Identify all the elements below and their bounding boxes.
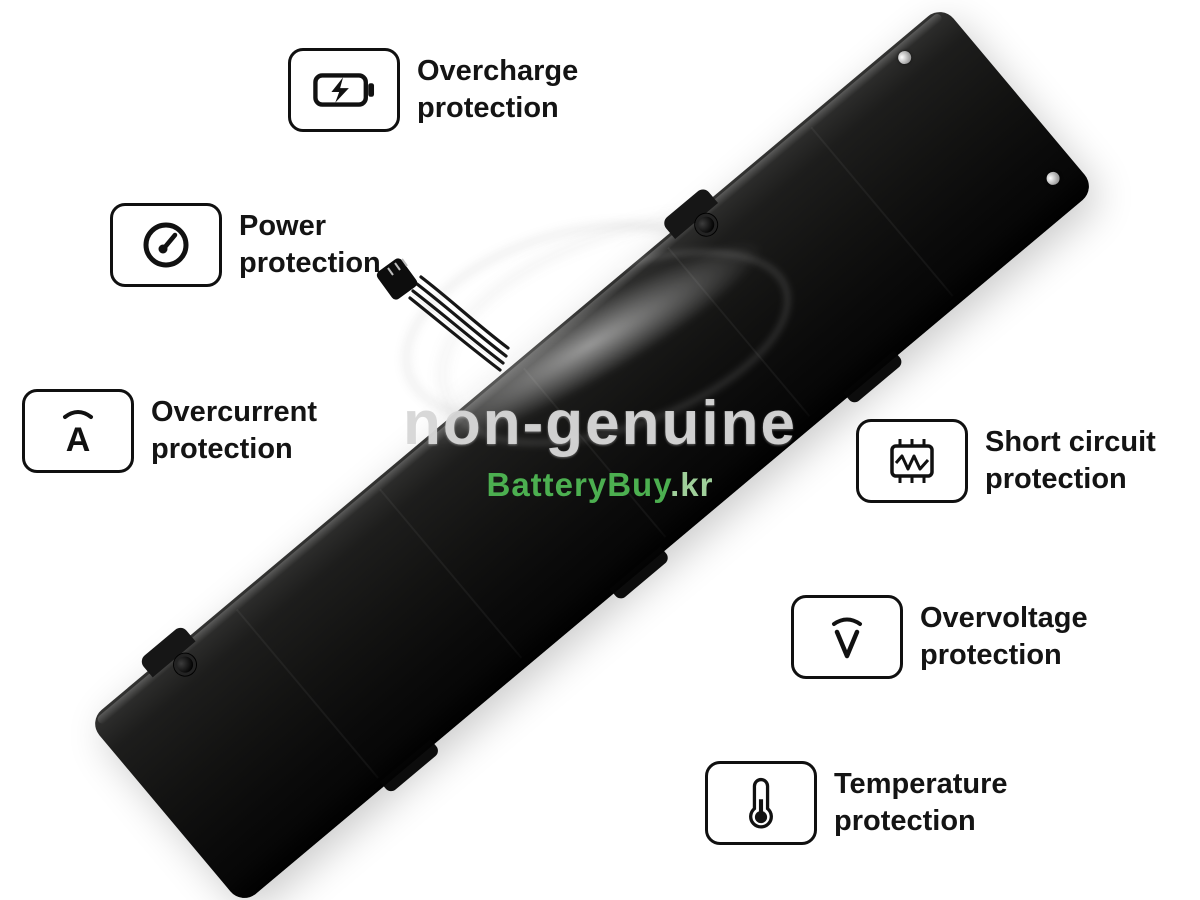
feature-label-line2: protection (239, 247, 381, 279)
feature-label: Overcurrent protection (151, 394, 317, 468)
feature-label: Overvoltage protection (920, 600, 1088, 674)
feature-label: Temperature protection (834, 766, 1008, 840)
feature-label: Overcharge protection (417, 53, 578, 127)
feature-label-line1: Overvoltage (920, 602, 1088, 634)
feature-label-line1: Short circuit (985, 426, 1156, 458)
battery-cell-seam (667, 246, 811, 417)
feature-power-protection: Power protection (110, 203, 381, 287)
battery-cell-seam (810, 126, 954, 297)
feature-label-line2: protection (834, 805, 976, 837)
battery-cell-seam (235, 608, 379, 779)
short-circuit-icon-box (856, 419, 968, 503)
feature-label-line2: protection (920, 639, 1062, 671)
svg-text:A: A (66, 421, 91, 457)
feature-label-line1: Overcharge (417, 55, 579, 87)
power-icon-box (110, 203, 222, 287)
feature-label-line2: protection (417, 92, 559, 124)
overcurrent-icon-box: A (22, 389, 134, 473)
voltage-icon (832, 617, 862, 659)
ampere-icon: A (63, 410, 93, 457)
battery-bolt-icon (313, 73, 375, 107)
power-gauge-icon (143, 222, 189, 268)
battery-edge-notch (609, 546, 671, 602)
temperature-icon-box (705, 761, 817, 845)
feature-temperature-protection: Temperature protection (705, 761, 1008, 845)
battery-cell-seam (523, 367, 667, 538)
feature-label-line2: protection (985, 463, 1127, 495)
feature-label-line1: Temperature (834, 768, 1008, 800)
battery-cell-seam (379, 488, 523, 659)
battery-edge-notch (379, 739, 441, 795)
battery-screw (1043, 169, 1063, 188)
feature-short-circuit-protection: Short circuit protection (856, 419, 1156, 503)
thermometer-icon (749, 777, 773, 829)
overcharge-icon-box (288, 48, 400, 132)
battery-edge-notch (843, 350, 905, 406)
feature-label-line1: Overcurrent (151, 396, 318, 428)
feature-label: Power protection (239, 208, 381, 282)
circuit-chip-icon (890, 439, 934, 483)
feature-overcharge-protection: Overcharge protection (288, 48, 578, 132)
feature-label: Short circuit protection (985, 424, 1156, 498)
feature-label-line1: Power (239, 210, 327, 242)
overvoltage-icon-box (791, 595, 903, 679)
feature-label-line2: protection (151, 433, 293, 465)
feature-overcurrent-protection: A Overcurrent protection (22, 389, 317, 473)
feature-overvoltage-protection: Overvoltage protection (791, 595, 1088, 679)
battery-screw (895, 48, 914, 67)
